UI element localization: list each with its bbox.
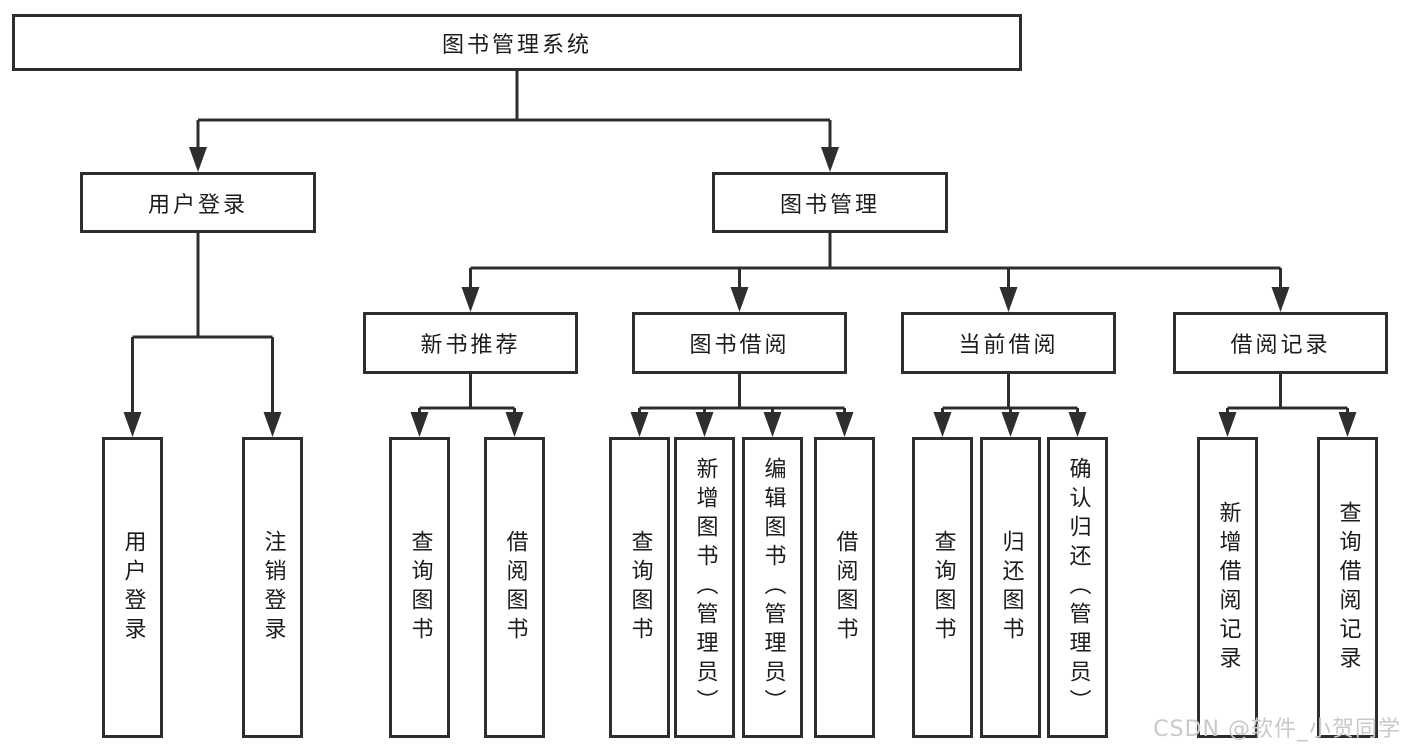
leaf-return-book: 归还图书: [980, 437, 1041, 738]
node-current-borrow: 当前借阅: [901, 312, 1116, 374]
leaf-return-book-label: 归还图书: [998, 529, 1024, 646]
node-user-login-label: 用户登录: [147, 192, 248, 218]
leaf-rec-query-book: 查询图书: [389, 437, 450, 738]
node-new-book-rec-label: 新书推荐: [420, 333, 521, 358]
leaf-user-login-label: 用户登录: [120, 529, 146, 646]
node-new-book-rec: 新书推荐: [363, 312, 578, 374]
leaf-edit-book: 编辑图书（管理员）: [742, 437, 803, 738]
leaf-query-borrow-record-label: 查询借阅记录: [1335, 500, 1361, 675]
leaf-current-query-book-label: 查询图书: [930, 529, 956, 646]
leaf-borrow-book: 借阅图书: [814, 437, 875, 738]
node-book-mgmt-label: 图书管理: [779, 192, 880, 218]
leaf-borrow-query-book-label: 查询图书: [627, 529, 653, 646]
leaf-rec-borrow-book-label: 借阅图书: [502, 529, 528, 646]
node-book-borrow: 图书借阅: [632, 312, 847, 374]
node-user-login: 用户登录: [80, 172, 316, 233]
leaf-borrow-query-book: 查询图书: [609, 437, 670, 738]
node-book-mgmt: 图书管理: [712, 172, 948, 233]
leaf-edit-book-label: 编辑图书（管理员）: [760, 457, 786, 718]
connector-paths: [131, 70, 1349, 416]
leaf-borrow-book-label: 借阅图书: [832, 529, 858, 646]
leaf-confirm-return-label: 确认归还（管理员）: [1065, 457, 1091, 718]
leaf-current-query-book: 查询图书: [912, 437, 973, 738]
node-borrow-records-label: 借阅记录: [1230, 333, 1331, 358]
watermark: CSDN @软件_小贺同学: [1153, 717, 1401, 742]
leaf-add-book: 新增图书（管理员）: [674, 437, 735, 738]
node-book-borrow-label: 图书借阅: [689, 333, 790, 358]
leaf-add-book-label: 新增图书（管理员）: [692, 457, 718, 718]
arrowheads: [123, 147, 1357, 437]
leaf-add-borrow-record: 新增借阅记录: [1197, 437, 1258, 738]
node-borrow-records: 借阅记录: [1173, 312, 1388, 374]
node-root: 图书管理系统: [12, 14, 1022, 71]
leaf-user-login: 用户登录: [102, 437, 163, 738]
leaf-logout-label: 注销登录: [260, 529, 286, 646]
leaf-rec-query-book-label: 查询图书: [407, 529, 433, 646]
leaf-confirm-return: 确认归还（管理员）: [1047, 437, 1108, 738]
leaf-logout: 注销登录: [242, 437, 303, 738]
leaf-add-borrow-record-label: 新增借阅记录: [1215, 500, 1241, 675]
node-current-borrow-label: 当前借阅: [958, 333, 1059, 358]
leaf-rec-borrow-book: 借阅图书: [484, 437, 545, 738]
node-root-label: 图书管理系统: [441, 32, 592, 58]
leaf-query-borrow-record: 查询借阅记录: [1317, 437, 1378, 738]
